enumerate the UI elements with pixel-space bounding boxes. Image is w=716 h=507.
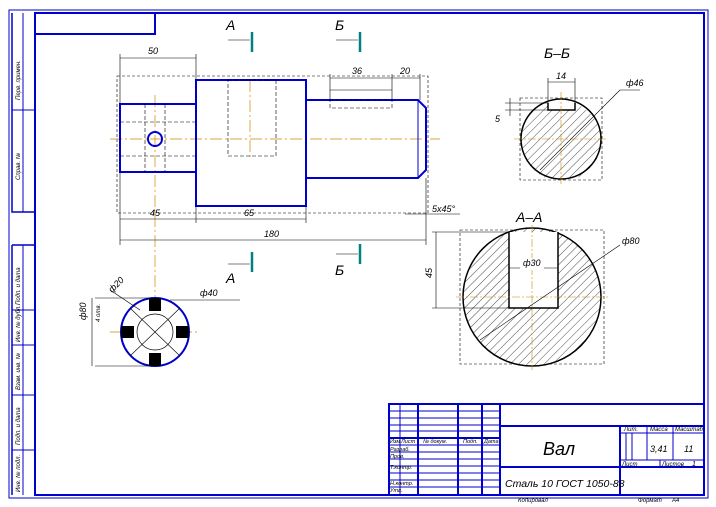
title-block-text: Изм Лист № докум. Подп. Дата Разраб. Про… xyxy=(389,427,704,504)
end-4holes: 4 отв. xyxy=(96,304,102,322)
main-view-dimensions xyxy=(119,54,460,245)
dim-20: 20 xyxy=(399,66,410,76)
dim-65: 65 xyxy=(244,208,255,218)
end-dia40: ф40 xyxy=(200,288,218,298)
section-aa: А–А ф30 45 ф80 xyxy=(424,209,640,370)
tb-sheets-label: Листов xyxy=(661,462,684,468)
tb-col-date: Дата xyxy=(483,439,499,445)
tb-row-prov: Пров. xyxy=(390,454,405,460)
stamp-perv-primen: Перв. примен. xyxy=(16,60,22,100)
tb-col-list: Лист xyxy=(400,439,416,445)
drawing-title: Вал xyxy=(543,439,575,459)
bb-5: 5 xyxy=(495,114,501,124)
tb-scale-value: 11 xyxy=(684,444,693,454)
stamp-inv-dubl: Инв. № дубл. xyxy=(15,305,22,342)
stamp-podp-data-1: Подп. и дата xyxy=(16,267,22,305)
dim-180: 180 xyxy=(264,229,279,239)
tb-row-razrab: Разраб. xyxy=(390,447,410,453)
section-aa-title: А–А xyxy=(515,209,542,225)
section-bb-title: Б–Б xyxy=(544,45,570,61)
tb-col-izm: Изм xyxy=(390,439,400,445)
bb-14: 14 xyxy=(556,71,566,81)
end-view: ф40 ф20 ф80 4 отв. xyxy=(78,275,240,367)
shaft-main-view xyxy=(110,75,440,300)
section-b-bottom: Б xyxy=(335,262,344,278)
tb-sheets-value: 1 xyxy=(692,461,696,468)
title-block xyxy=(388,403,705,496)
tb-row-tkontr: Т.контр. xyxy=(390,465,412,471)
end-dia20: ф20 xyxy=(106,275,125,294)
aa-45: 45 xyxy=(424,267,434,278)
tb-col-sign: Подп. xyxy=(463,439,478,445)
dim-36: 36 xyxy=(352,66,362,76)
aa-dia80: ф80 xyxy=(622,236,640,246)
stamp-vzam-inv: Взам. инв. № xyxy=(15,352,22,390)
tb-mass-value: 3,41 xyxy=(650,444,668,454)
dim-50: 50 xyxy=(148,46,158,56)
tb-row-nkontr: Н.контр. xyxy=(390,481,413,487)
tb-list-label: Лист xyxy=(621,462,637,468)
section-a-bottom: А xyxy=(225,270,235,286)
end-dia80: ф80 xyxy=(78,302,88,320)
stamp-sprav: Справ. № xyxy=(15,152,22,180)
tb-col-doc: № докум. xyxy=(423,439,447,445)
bb-dia46: ф46 xyxy=(626,78,644,88)
side-stamps: Перв. примен. Справ. № Подп. и дата Инв.… xyxy=(15,60,22,492)
tb-scale-label: Масштаб xyxy=(675,427,704,433)
dim-45: 45 xyxy=(150,208,161,218)
section-markers: А Б А Б xyxy=(225,17,362,286)
section-b-top: Б xyxy=(335,17,344,33)
dim-chamfer: 5х45° xyxy=(432,204,456,214)
tb-copied: Копировал xyxy=(518,498,548,504)
tb-lit-label: Лит. xyxy=(623,427,638,433)
tb-format-value: A4 xyxy=(671,498,680,504)
section-bb: Б–Б 14 5 ф46 xyxy=(495,45,644,186)
main-dim-labels: 50 36 20 45 65 180 5х45° xyxy=(148,46,456,239)
stamp-podp-data-2: Подп. и дата xyxy=(16,407,22,445)
drawing-frame xyxy=(8,9,709,499)
tb-mass-label: Масса xyxy=(650,427,668,433)
stamp-inv-podl: Инв. № подл. xyxy=(15,455,22,492)
drawing-material: Сталь 10 ГОСТ 1050-88 xyxy=(505,478,625,490)
section-a-top: А xyxy=(225,17,235,33)
tb-row-utv: Утв. xyxy=(389,488,403,494)
aa-30: ф30 xyxy=(523,258,541,268)
tb-format-label: Формат xyxy=(638,498,662,504)
